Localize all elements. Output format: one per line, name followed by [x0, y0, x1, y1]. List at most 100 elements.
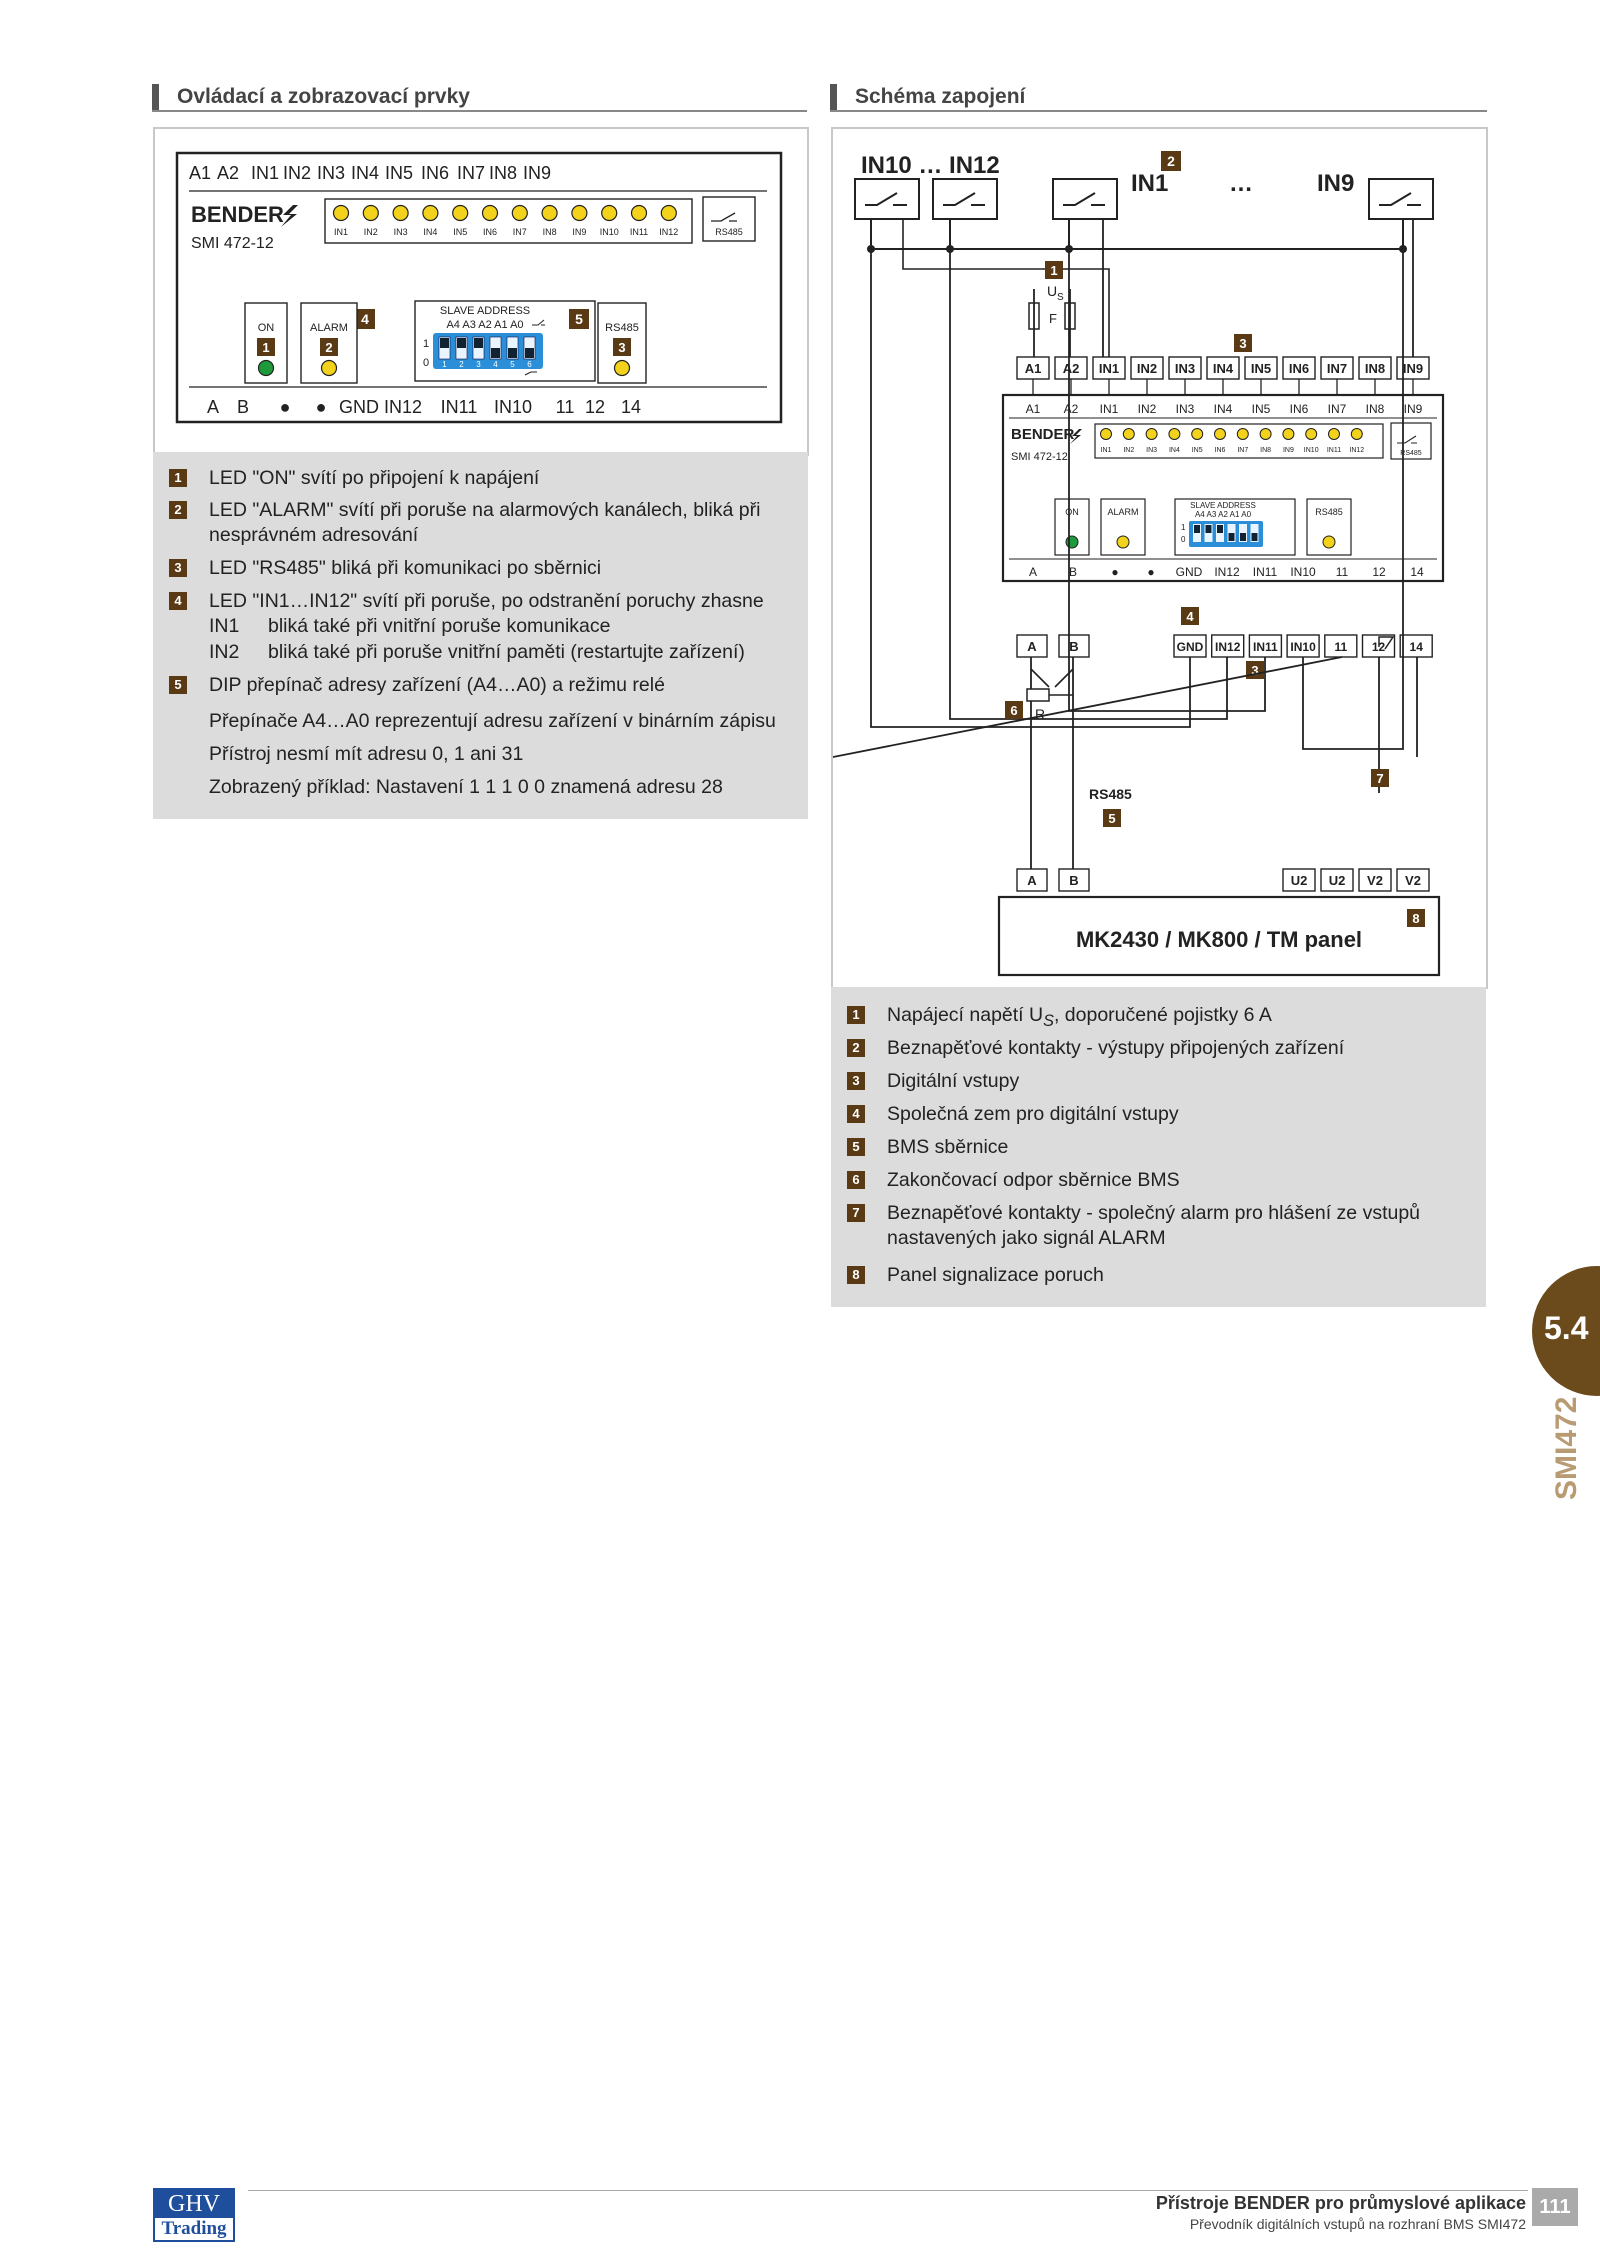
device-dip-knob-5: [1240, 533, 1246, 541]
led-label-in12: IN12: [659, 227, 678, 237]
lower-terminal-label-gnd: GND: [1177, 640, 1204, 654]
signal-panel-name: MK2430 / MK800 / TM panel: [1076, 927, 1362, 952]
device-led-in9: [1282, 428, 1295, 440]
bottom-terminal-7: IN10: [494, 397, 532, 417]
svg-text:4: 4: [1186, 609, 1194, 624]
panel-terminal-u2-0: [1282, 868, 1316, 892]
dip-one-label: 1: [423, 338, 429, 350]
device-led-label-in5: IN5: [1192, 447, 1203, 454]
svg-text:3: 3: [1251, 663, 1258, 678]
device-led-in1: [1100, 428, 1112, 440]
svg-text:1: 1: [1050, 263, 1057, 278]
footer-subtitle: Převodník digitálních vstupů na rozhraní…: [1189, 2216, 1526, 2232]
device-led-in8: [1259, 428, 1272, 440]
led-label-in2: IN2: [364, 227, 378, 237]
device-bottom-label-0: A: [1029, 565, 1037, 579]
device-led-in10: [1305, 428, 1318, 440]
device-top-label-a1: A1: [1026, 402, 1041, 416]
footer-title: Přístroje BENDER pro průmyslové aplikace: [1155, 2193, 1526, 2213]
device-bottom-label-4: GND: [1176, 565, 1203, 579]
bottom-terminal-4: GND: [339, 397, 379, 417]
device-bottom-label-5: IN12: [1214, 565, 1240, 579]
terminal-label-in2: IN2: [1137, 361, 1157, 376]
svg-text:SLAVE ADDRESS: SLAVE ADDRESS: [1190, 501, 1256, 510]
device-top-label-a2: A2: [1064, 402, 1079, 416]
bottom-terminal-5: IN12: [384, 397, 422, 417]
svg-text:8: 8: [1412, 911, 1419, 926]
device-dip-knob-3: [1217, 525, 1223, 533]
svg-text:ON: ON: [1065, 507, 1079, 517]
svg-text:7: 7: [1376, 771, 1383, 786]
dip-knob-4: [491, 348, 500, 358]
device-dip-block: [1193, 524, 1259, 542]
device-led-in4: [1168, 428, 1181, 440]
contacts-dots: …: [1229, 170, 1253, 197]
panel-terminal-v2-3: [1396, 868, 1430, 892]
lower-terminal-label-a: A: [1027, 639, 1037, 654]
bender-bolt-icon: [281, 205, 298, 227]
led-label-in1: IN1: [334, 227, 348, 237]
contacts-in10-in12-label: IN10 … IN12: [861, 152, 1000, 179]
top-terminal-in6: IN6: [421, 163, 449, 183]
chapter-tab[interactable]: 5.4: [1532, 1266, 1600, 1396]
product-vertical-label: SMI472: [1550, 1396, 1583, 1500]
svg-text:RS485: RS485: [1315, 507, 1343, 517]
supply-voltage-sub: S: [1057, 292, 1064, 303]
led-label-in7: IN7: [513, 227, 527, 237]
dip-knob-1: [440, 338, 449, 348]
bottom-terminal-1: B: [237, 397, 249, 417]
terminal-label-in9: IN9: [1403, 361, 1423, 376]
terminal-label-in6: IN6: [1289, 361, 1309, 376]
relay-mode-icon: [532, 319, 545, 326]
led-label-in6: IN6: [483, 227, 497, 237]
svg-text:ALARM: ALARM: [1107, 507, 1138, 517]
svg-text:4: 4: [361, 311, 369, 327]
dip-number-1: 1: [442, 360, 447, 369]
led-in6: [481, 204, 499, 222]
panel-terminal-v2-2: [1358, 868, 1392, 892]
device-bottom-label-3: ●: [1147, 565, 1154, 579]
contact-symbol-0: [865, 192, 907, 206]
device-led-label-in1: IN1: [1101, 447, 1112, 454]
svg-text:RS485: RS485: [1400, 450, 1422, 457]
on-label: ON: [258, 322, 275, 334]
device-dip-knob-2: [1205, 525, 1212, 533]
terminal-label-a1: A1: [1025, 361, 1042, 376]
top-terminal-a2: A2: [217, 163, 239, 183]
device-led-label-in11: IN11: [1327, 447, 1341, 454]
terminal-label-in3: IN3: [1175, 361, 1195, 376]
contact-symbol-1: [943, 192, 985, 206]
slave-address-bits: A4 A3 A2 A1 A0: [446, 319, 523, 331]
device-led-in7: [1236, 428, 1249, 440]
device-model: SMI 472-12: [191, 235, 274, 252]
dip-knob-3: [474, 338, 483, 348]
dip-number-5: 5: [510, 360, 515, 369]
section-title-wiring: Schéma zapojení: [830, 84, 1025, 110]
panel-terminal-b: [1058, 868, 1090, 892]
bottom-terminal-2: ●: [280, 397, 291, 417]
top-terminal-in7: IN7: [457, 163, 485, 183]
svg-text:3: 3: [618, 340, 625, 355]
terminal-label-a2: A2: [1063, 361, 1080, 376]
top-terminal-in9: IN9: [523, 163, 551, 183]
top-terminal-in1: IN1: [251, 163, 279, 183]
device-led-label-in2: IN2: [1123, 447, 1134, 454]
device-top-label-in1: IN1: [1100, 402, 1119, 416]
bus-label: RS485: [1089, 786, 1132, 802]
fuse-label: F: [1049, 311, 1057, 326]
led-in12: [660, 204, 677, 222]
device-led-label-in9: IN9: [1283, 447, 1294, 454]
supply-voltage-label: U: [1047, 283, 1057, 299]
led-label-in11: IN11: [630, 227, 648, 237]
dip-zero-label: 0: [423, 357, 429, 369]
led-in2: [362, 204, 379, 222]
alarm-led: [320, 359, 338, 377]
